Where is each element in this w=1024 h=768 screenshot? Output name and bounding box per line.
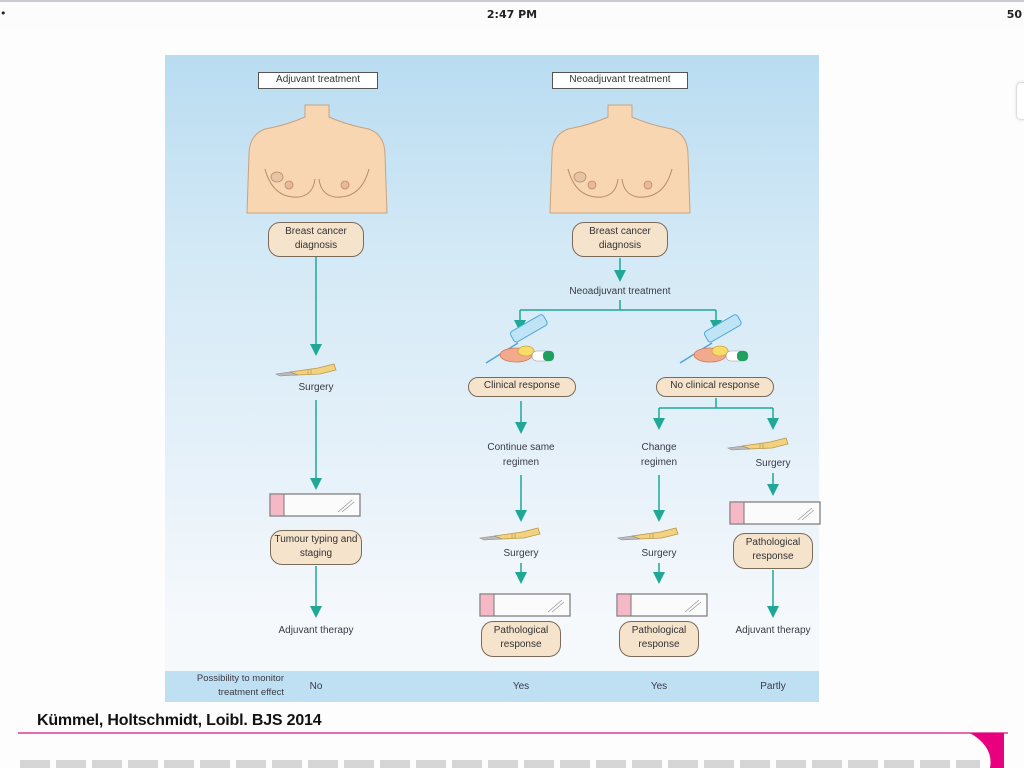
microscope-slide-icon	[269, 493, 361, 517]
monitor-value-clinical-response: Yes	[512, 681, 530, 692]
torso-illustration-adjuvant	[246, 104, 388, 214]
node-breast-cancer-diagnosis-neo: Breast cancer diagnosis	[572, 222, 668, 257]
battery-level: 50	[1006, 8, 1022, 21]
node-tumour-typing: Tumour typing and staging	[270, 530, 362, 565]
status-time: 2:47 PM	[486, 8, 538, 21]
node-surgery-after-continue: Surgery	[503, 548, 539, 559]
wifi-icon: •	[0, 7, 7, 20]
monitor-value-adjuvant: No	[309, 681, 323, 692]
microscope-slide-icon	[616, 593, 708, 617]
node-pathological-response-change: Pathological response	[619, 621, 699, 657]
node-no-clinical-response: No clinical response	[656, 377, 774, 397]
microscope-slide-icon	[729, 501, 821, 525]
title-adjuvant-treatment: Adjuvant treatment	[258, 72, 378, 89]
medication-icon	[679, 312, 749, 364]
scalpel-icon	[275, 363, 337, 377]
node-adjuvant-therapy-neo: Adjuvant therapy	[735, 625, 811, 636]
status-bar: • 2:47 PM 50	[0, 0, 1024, 28]
scalpel-icon	[617, 527, 679, 541]
monitor-row-label: Possibility to monitor treatment effect	[196, 673, 284, 698]
monitor-row-band	[165, 671, 819, 702]
side-panel-handle[interactable]	[1016, 82, 1024, 120]
citation: Kümmel, Holtschmidt, Loibl. BJS 2014	[37, 712, 322, 729]
node-continue-regimen: Continue same regimen	[487, 442, 555, 468]
scalpel-icon	[727, 437, 789, 451]
monitor-value-surgery-direct: Partly	[760, 681, 786, 692]
scalpel-icon	[479, 527, 541, 541]
node-clinical-response: Clinical response	[468, 377, 576, 397]
divider-line	[18, 732, 1008, 734]
node-pathological-response-direct: Pathological response	[733, 533, 813, 569]
node-surgery-after-change: Surgery	[641, 548, 677, 559]
node-adjuvant-therapy: Adjuvant therapy	[278, 625, 354, 636]
node-breast-cancer-diagnosis: Breast cancer diagnosis	[268, 222, 364, 257]
torso-illustration-neoadjuvant	[549, 104, 691, 214]
node-surgery-direct: Surgery	[755, 458, 791, 469]
node-surgery: Surgery	[298, 382, 334, 393]
node-neoadjuvant-treatment: Neoadjuvant treatment	[569, 286, 671, 297]
node-change-regimen: Change regimen	[640, 442, 678, 468]
node-pathological-response-continue: Pathological response	[481, 621, 561, 657]
microscope-slide-icon	[479, 593, 571, 617]
page-corner-tab[interactable]	[970, 733, 1004, 768]
monitor-value-change-regimen: Yes	[650, 681, 668, 692]
title-neoadjuvant-treatment: Neoadjuvant treatment	[552, 72, 688, 89]
cut-off-text-line	[20, 760, 980, 768]
